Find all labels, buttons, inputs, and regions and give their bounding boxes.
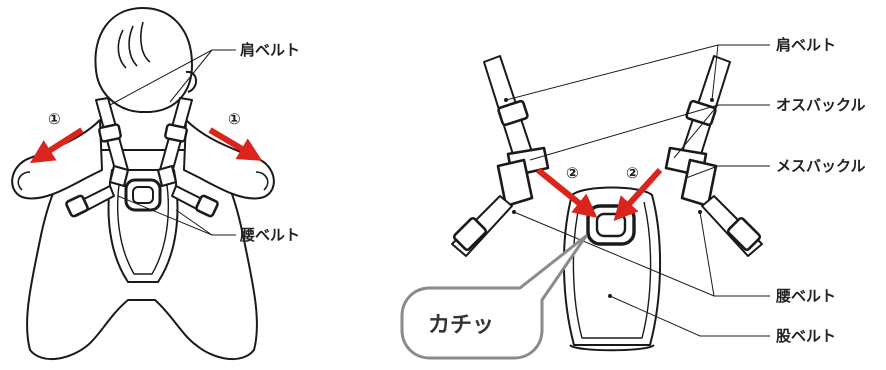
bubble-text: カチッ [428, 313, 494, 338]
left-waist-belt-label: 腰ベルト [239, 226, 300, 244]
female-buckle-label: メスバックル [776, 157, 866, 175]
release-arrow-right [208, 127, 263, 161]
baby-head [94, 7, 193, 113]
left-leader-lines [109, 49, 236, 236]
female-buckle-right [680, 158, 718, 208]
female-buckle-left [496, 158, 534, 208]
click-sound-bubble: カチッ [400, 234, 588, 360]
bubble-shape [400, 234, 588, 360]
insert-arrow-left [536, 167, 598, 219]
right-shoulder-belt-label: 肩ベルト [776, 36, 836, 54]
baby-right-arm [183, 119, 275, 200]
male-buckle-label: オスバックル [776, 96, 866, 114]
right-waist-belt-label: 腰ベルト [775, 287, 836, 305]
left-release-arrows [29, 127, 263, 164]
insert-arrow-right [613, 167, 663, 222]
step-two-label-left: ② [566, 164, 579, 182]
release-arrow-left [29, 127, 84, 164]
crotch-belt-label: 股ベルト [776, 327, 836, 345]
step-one-label-left: ① [48, 110, 61, 128]
step-two-label-right: ② [626, 164, 639, 182]
left-shoulder-belt-label: 肩ベルト [240, 41, 300, 59]
step-one-label-right: ① [228, 110, 241, 128]
insert-arrows [536, 167, 663, 222]
left-harness [65, 97, 219, 283]
